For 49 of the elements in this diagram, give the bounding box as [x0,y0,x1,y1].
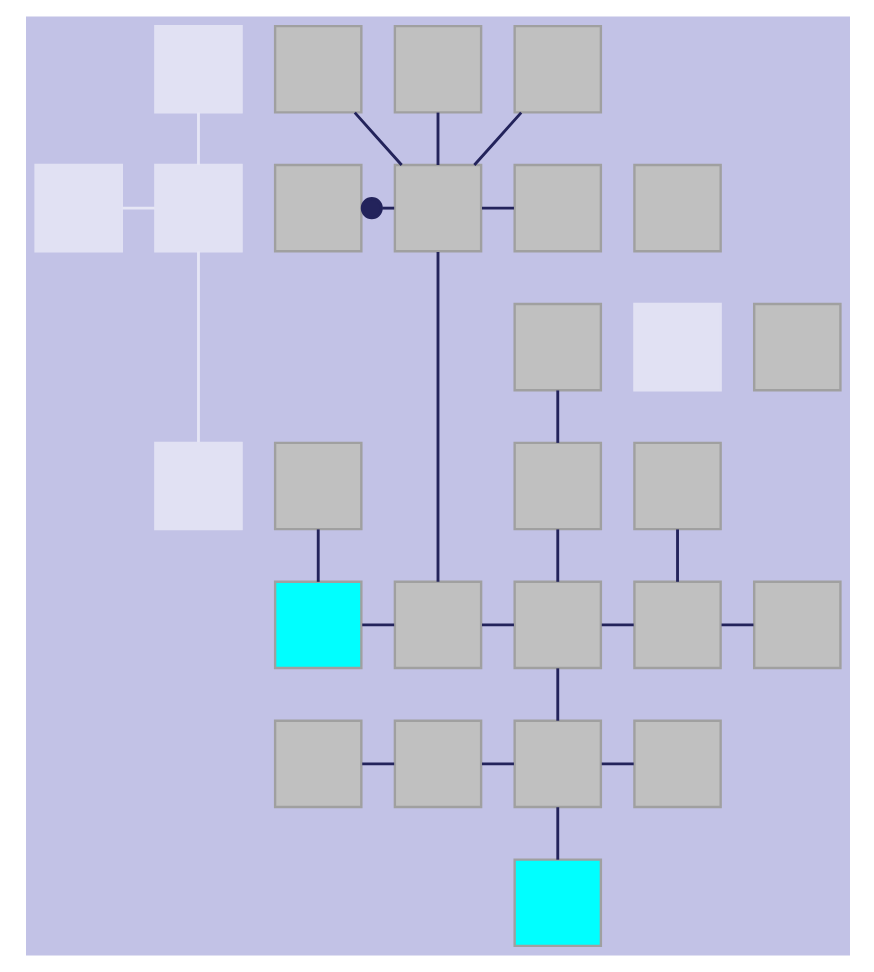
node-box [272,580,362,670]
node-box [632,163,721,253]
node-box [392,719,482,809]
connector [435,251,439,582]
node-box [153,441,242,531]
connector [472,111,522,166]
node-box [153,24,242,114]
node-box [272,441,362,531]
connector [555,668,559,721]
connector [196,251,199,442]
node-box [512,719,602,809]
node-box [33,163,122,253]
node-box [512,24,602,114]
connector [435,112,439,165]
node-box [752,580,841,670]
connector [121,206,154,210]
node-box [272,24,362,114]
connector [361,623,394,627]
connector [600,623,633,627]
node-box [512,580,602,670]
connector [352,111,402,166]
connector [196,112,199,165]
connector [555,529,559,582]
node-box [272,719,362,809]
node-box [632,580,721,670]
connector [600,762,633,766]
node-box [392,24,482,114]
node-box [632,441,721,531]
node-box [632,302,721,392]
node-box [752,302,841,392]
connector [675,529,678,582]
connector [359,197,394,220]
node-box [632,719,721,809]
node-box [392,163,482,253]
connector [555,807,559,860]
connector [481,206,513,210]
node-box [512,441,602,531]
node-box [272,163,362,253]
node-box [512,163,602,253]
node-box [392,580,482,670]
node-box [512,302,602,392]
connector [361,762,394,766]
node-box [153,163,242,253]
connector [481,762,513,766]
node-box [512,858,602,948]
connector [720,623,753,627]
connector [315,529,319,582]
connector [555,390,559,443]
connector [481,623,513,627]
